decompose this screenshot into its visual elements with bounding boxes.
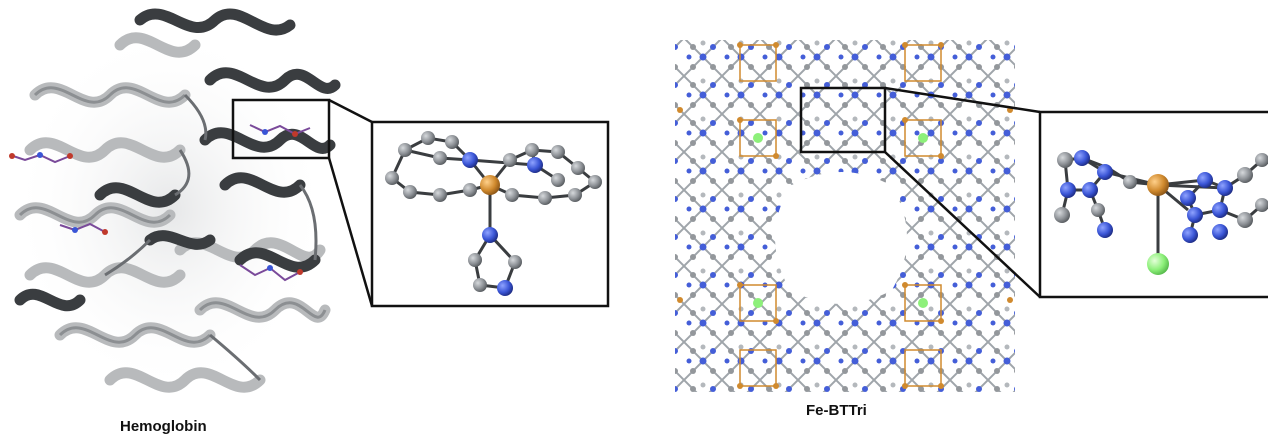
hemoglobin-structure-icon: [9, 8, 341, 395]
heme-site-zoom-icon: [370, 120, 610, 308]
hemoglobin-caption: Hemoglobin: [120, 418, 207, 435]
mof-lattice-icon: [675, 40, 1015, 392]
heme-zoom-connectors: [327, 98, 374, 307]
fe-site-zoom-icon: [1038, 110, 1268, 299]
fe-bttri-caption: Fe-BTTri: [806, 402, 867, 419]
fe-site-zoom-connectors: [884, 86, 1041, 298]
